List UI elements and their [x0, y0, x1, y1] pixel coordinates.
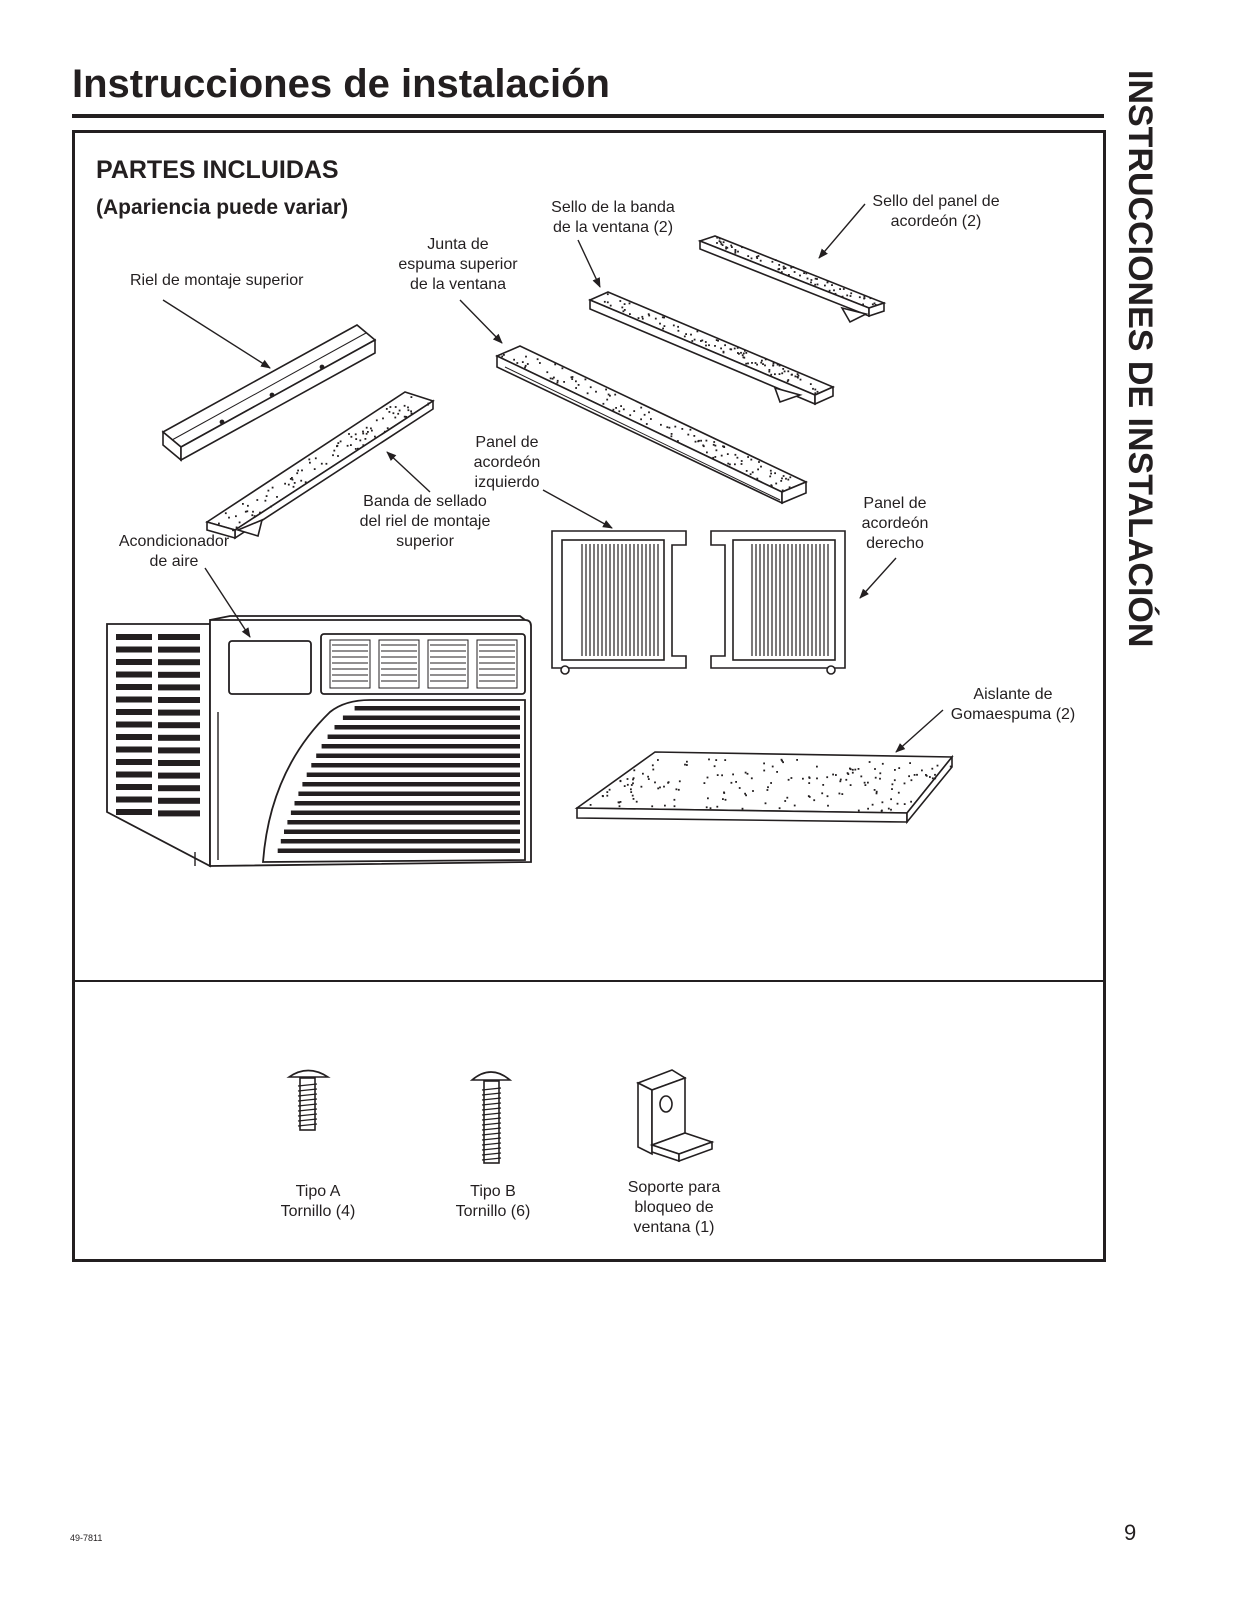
rail-seal-strip-drawing [205, 391, 435, 540]
title-rule [72, 114, 1104, 118]
side-title: INSTRUCCIONES DE INSTALACIÓN [1121, 70, 1159, 648]
section-title: PARTES INCLUIDAS [96, 156, 339, 184]
screw-b-drawing [469, 1071, 513, 1164]
section-subtitle: (Apariencia puede variar) [96, 196, 349, 219]
foam-gasket-drawing [495, 345, 808, 505]
frame-divider [75, 980, 1103, 982]
accordion-seal-drawing [697, 235, 887, 324]
top-rail-drawing [161, 324, 377, 462]
right-panel-drawing [710, 530, 846, 675]
page-title: Instrucciones de instalación [72, 62, 610, 106]
page-number: 9 [1124, 1520, 1137, 1545]
parts-frame [72, 130, 1106, 1262]
sash-seal-drawing [587, 291, 836, 406]
screw-a-drawing [286, 1069, 331, 1131]
air-conditioner-drawing [106, 615, 532, 868]
label-top-rail: Riel de montaje superior [130, 272, 304, 289]
leader-arrows [162, 203, 944, 753]
doc-number: 49-7811 [70, 1533, 103, 1543]
left-panel-drawing [551, 530, 687, 675]
window-lock-drawing [636, 1069, 715, 1163]
foam-insulation-drawing [574, 751, 954, 825]
